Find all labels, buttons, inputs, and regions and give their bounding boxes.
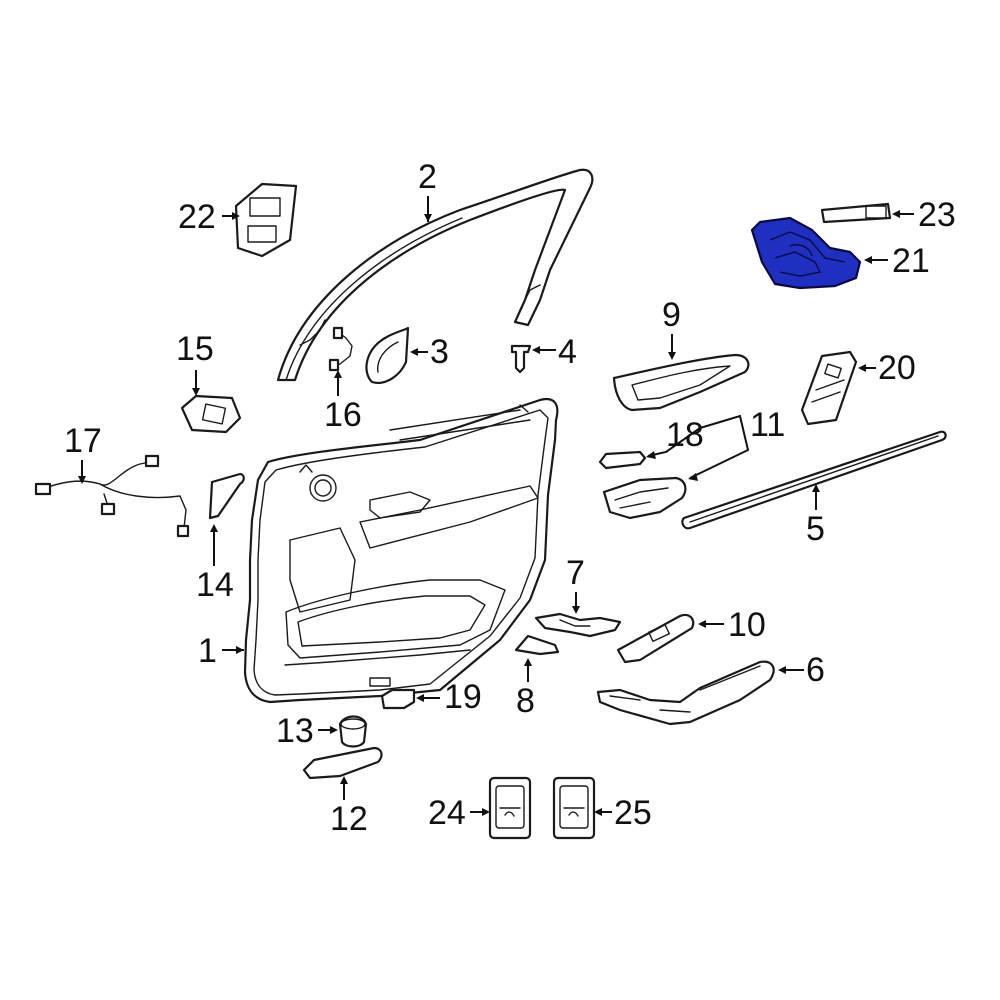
part-13-cup-holder[interactable]	[338, 715, 368, 748]
part-11-door-handle[interactable]	[602, 476, 687, 520]
part-15-tweeter[interactable]	[180, 394, 242, 434]
callout-7: 7	[566, 554, 585, 592]
part-24-heater-switch[interactable]	[488, 776, 532, 840]
callout-4: 4	[558, 333, 577, 371]
callout-11: 11	[750, 406, 785, 444]
part-7-bracket[interactable]	[534, 612, 622, 638]
part-20-window-switch[interactable]	[800, 350, 858, 426]
part-2-window-frame-seal[interactable]	[276, 168, 594, 382]
callout-9: 9	[662, 296, 681, 334]
part-17-wiring-harness[interactable]	[34, 454, 190, 538]
callout-21: 21	[892, 242, 930, 280]
part-1-door-trim-panel[interactable]	[243, 397, 559, 704]
callout-16: 16	[324, 396, 362, 434]
part-25-ventilation-switch[interactable]	[552, 776, 596, 840]
callout-10: 10	[728, 606, 766, 644]
callout-24: 24	[428, 794, 466, 832]
part-18-handle-insert[interactable]	[598, 450, 647, 470]
callout-5: 5	[806, 510, 825, 548]
part-12-storage-tray[interactable]	[302, 746, 383, 780]
callout-20: 20	[878, 349, 916, 387]
part-9-handle-bezel[interactable]	[612, 353, 750, 412]
part-5-belt-weatherstrip[interactable]	[681, 430, 947, 530]
callout-13: 13	[276, 712, 314, 750]
part-16-wire-connector[interactable]	[328, 326, 353, 372]
part-3-mirror-cover[interactable]	[365, 326, 410, 384]
part-19-switch[interactable]	[380, 688, 416, 710]
part-8-trim-piece[interactable]	[514, 634, 560, 656]
part-21-seat-switch-highlighted[interactable]	[750, 216, 862, 290]
callout-22: 22	[178, 198, 216, 236]
callout-17: 17	[64, 422, 102, 460]
part-10-switch-panel[interactable]	[616, 613, 695, 664]
callout-12: 12	[330, 800, 368, 838]
part-14-corner-trim[interactable]	[208, 472, 245, 520]
callout-8: 8	[516, 682, 535, 720]
callout-15: 15	[176, 330, 214, 368]
callout-23: 23	[918, 196, 956, 234]
part-4-clip[interactable]	[510, 344, 532, 374]
callout-3: 3	[430, 333, 449, 371]
callout-25: 25	[614, 794, 652, 832]
callout-2: 2	[418, 158, 437, 196]
callout-14: 14	[196, 566, 234, 604]
callout-6: 6	[806, 651, 825, 689]
part-6-armrest[interactable]	[596, 660, 775, 726]
part-23-switch-strip[interactable]	[820, 202, 892, 224]
callout-19: 19	[444, 678, 482, 716]
part-22-memory-switch[interactable]	[234, 182, 298, 258]
callout-1: 1	[198, 632, 217, 670]
